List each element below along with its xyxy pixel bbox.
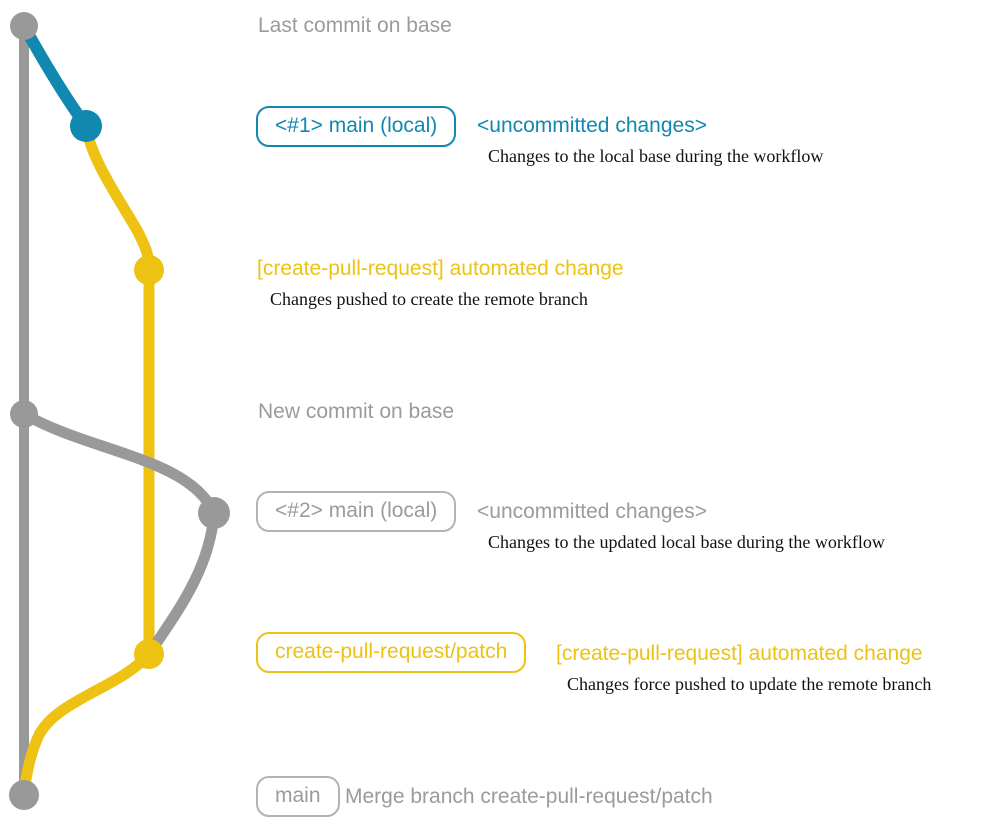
commit-dot-automated-change-1 bbox=[134, 255, 164, 285]
change-title-uncommitted-2: <uncommitted changes> bbox=[477, 500, 707, 523]
commit-dot-automated-change-2 bbox=[134, 639, 164, 669]
branch-badge-main-local-2: <#2> main (local) bbox=[256, 491, 457, 532]
note-last-commit-on-base: Last commit on base bbox=[258, 14, 452, 37]
local-changes-branch-curve bbox=[18, 20, 92, 132]
updated-local-branch-curve bbox=[18, 408, 220, 660]
commit-dot-new-base bbox=[10, 400, 38, 428]
note-new-commit-on-base: New commit on base bbox=[258, 400, 455, 423]
branch-badge-main-local-1: <#1> main (local) bbox=[256, 106, 457, 147]
merge-branch-curve bbox=[18, 648, 155, 801]
commit-dot-uncommitted-1 bbox=[70, 110, 102, 142]
change-description-uncommitted-2: Changes to the updated local base during… bbox=[488, 532, 885, 552]
branch-badge-main: main bbox=[256, 776, 340, 817]
change-title-automated-1: [create-pull-request] automated change bbox=[257, 257, 624, 280]
change-description-automated-1: Changes pushed to create the remote bran… bbox=[270, 289, 588, 309]
change-title-uncommitted-1: <uncommitted changes> bbox=[477, 114, 707, 137]
commit-dot-uncommitted-2 bbox=[198, 497, 230, 529]
commit-dot-last-base bbox=[10, 12, 38, 40]
change-title-automated-2: [create-pull-request] automated change bbox=[556, 642, 923, 665]
change-title-merge: Merge branch create-pull-request/patch bbox=[345, 785, 713, 808]
patch-branch-curve bbox=[80, 120, 155, 660]
change-description-automated-2: Changes force pushed to update the remot… bbox=[567, 674, 932, 694]
branch-badge-create-pull-request-patch: create-pull-request/patch bbox=[256, 632, 527, 673]
commit-dot-merge bbox=[9, 780, 39, 810]
change-description-uncommitted-1: Changes to the local base during the wor… bbox=[488, 146, 824, 166]
